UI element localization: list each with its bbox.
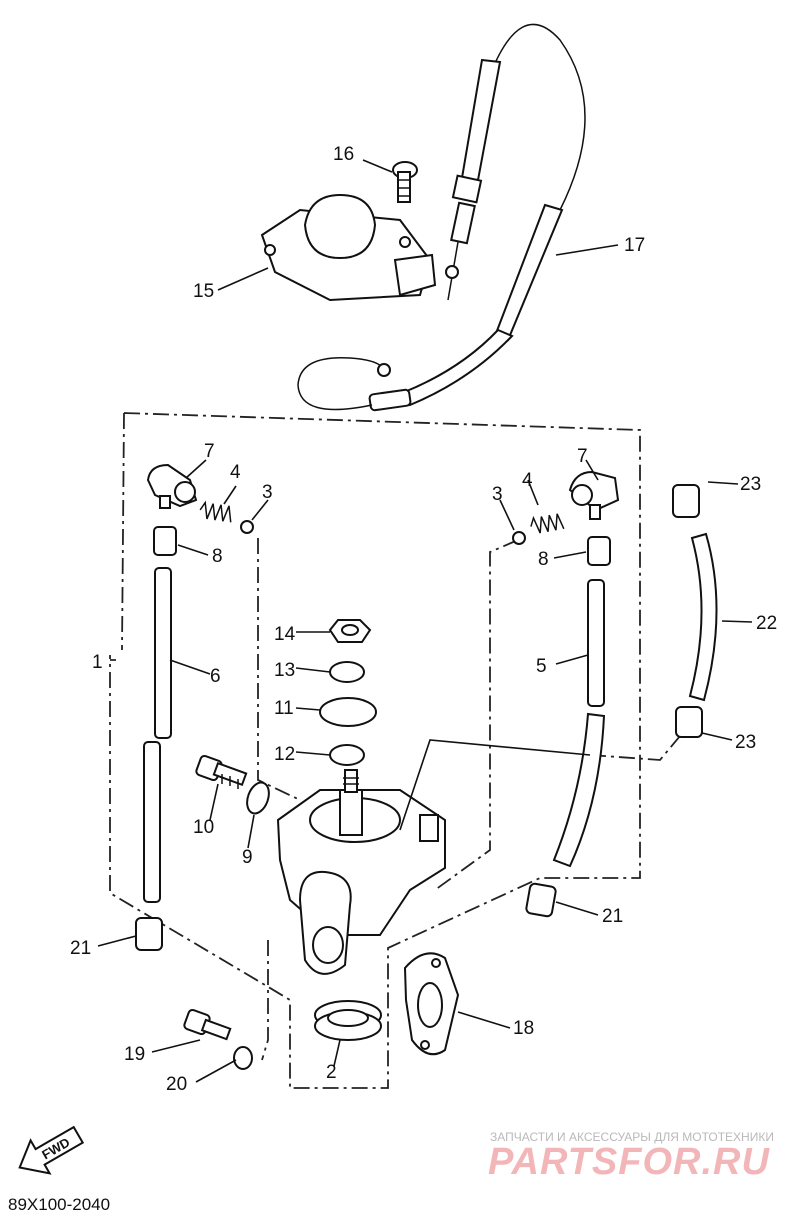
- callouts: 1 2 3 3 4 4 5 6 7 7 8 8 9 10 11 12 13 14…: [70, 144, 777, 1095]
- callout-15: 15: [193, 281, 214, 302]
- cable-outer-end: [460, 58, 502, 182]
- gasket-18: [403, 952, 460, 1056]
- callout-20: 20: [166, 1074, 187, 1095]
- callout-14: 14: [274, 624, 296, 645]
- fwd-arrow-icon: FWD: [18, 1125, 85, 1175]
- cable-boot: [368, 388, 412, 412]
- callout-12: 12: [274, 744, 295, 765]
- ball-right: [512, 531, 526, 545]
- ball-left: [240, 520, 254, 534]
- dashed-link-left: [257, 538, 301, 801]
- cable-assembly: [297, 23, 586, 412]
- screw-16: [392, 161, 418, 203]
- callout-11: 11: [274, 698, 294, 719]
- bolt-19: [183, 1008, 232, 1041]
- callout-1: 1: [92, 652, 103, 673]
- cable-nipple: [445, 265, 459, 279]
- callout-8-left: 8: [212, 546, 223, 567]
- washer-12: [329, 744, 365, 766]
- elbow-fitting-right: [568, 470, 620, 520]
- nut-14: [328, 619, 372, 643]
- callout-9: 9: [242, 847, 253, 868]
- bolt-10: [195, 754, 248, 789]
- dashed-link-right: [434, 539, 519, 891]
- cable-sheath-lower: [400, 328, 514, 407]
- plate-11: [319, 697, 377, 727]
- dashed-link-hose: [589, 729, 686, 761]
- washer-13: [329, 661, 365, 683]
- leader-lines: [97, 159, 753, 1083]
- cable-sheath-upper: [493, 203, 564, 342]
- pump-cover: [260, 193, 437, 302]
- watermark-tagline: ЗАПЧАСТИ И АКСЕССУАРЫ ДЛЯ МОТОТЕХНИКИ: [490, 1130, 774, 1144]
- sleeve-8-left: [153, 526, 177, 556]
- pipe-6-lower: [143, 741, 161, 903]
- callout-6: 6: [210, 666, 221, 687]
- callout-17: 17: [624, 235, 645, 256]
- callout-10: 10: [193, 817, 214, 838]
- pump-body: [276, 769, 446, 975]
- watermark-logo: PARTSFOR.RU: [488, 1141, 770, 1183]
- callout-21-right: 21: [602, 906, 623, 927]
- cable-adjuster: [451, 174, 483, 204]
- pipe-5-upper: [587, 579, 605, 707]
- spring-right: [530, 513, 565, 534]
- callout-8-right: 8: [538, 549, 549, 570]
- pipe-5-lower: [552, 712, 606, 868]
- callout-7-right: 7: [577, 446, 588, 467]
- washer-9: [246, 781, 270, 815]
- callout-4-left: 4: [230, 462, 241, 483]
- sleeve-8-right: [587, 536, 611, 566]
- sleeve-21-right: [525, 882, 557, 918]
- callout-3-right: 3: [492, 484, 503, 505]
- elbow-fitting-left: [146, 463, 198, 509]
- callout-3-left: 3: [262, 482, 273, 503]
- watermark: ЗАПЧАСТИ И АКСЕССУАРЫ ДЛЯ МОТОТЕХНИКИ PA…: [488, 1130, 774, 1183]
- pipe-6-upper: [154, 567, 172, 739]
- callout-5: 5: [536, 656, 547, 677]
- assembly-boundary-main: [109, 412, 641, 1089]
- callout-18: 18: [513, 1018, 534, 1039]
- callout-7-left: 7: [204, 441, 215, 462]
- callout-4-right: 4: [522, 470, 533, 491]
- clip-23-upper: [672, 484, 700, 518]
- callout-16: 16: [333, 144, 354, 165]
- callout-13: 13: [274, 660, 295, 681]
- sleeve-21-left: [135, 917, 163, 951]
- washer-20: [233, 1046, 253, 1070]
- cable-threaded-end: [450, 201, 476, 245]
- oil-seal-2: [314, 1000, 382, 1041]
- dashed-link-seal: [261, 940, 269, 1061]
- callout-19: 19: [124, 1044, 145, 1065]
- callout-21-left: 21: [70, 938, 91, 959]
- diagram-code: 89X100-2040: [8, 1195, 110, 1214]
- callout-2: 2: [326, 1062, 337, 1083]
- clip-23-lower: [675, 706, 703, 738]
- cable-terminal: [377, 363, 391, 377]
- spring-left: [199, 500, 232, 523]
- callout-23-lower: 23: [735, 732, 756, 753]
- callout-22: 22: [756, 613, 777, 634]
- callout-23-upper: 23: [740, 474, 761, 495]
- hose-22: [688, 532, 718, 702]
